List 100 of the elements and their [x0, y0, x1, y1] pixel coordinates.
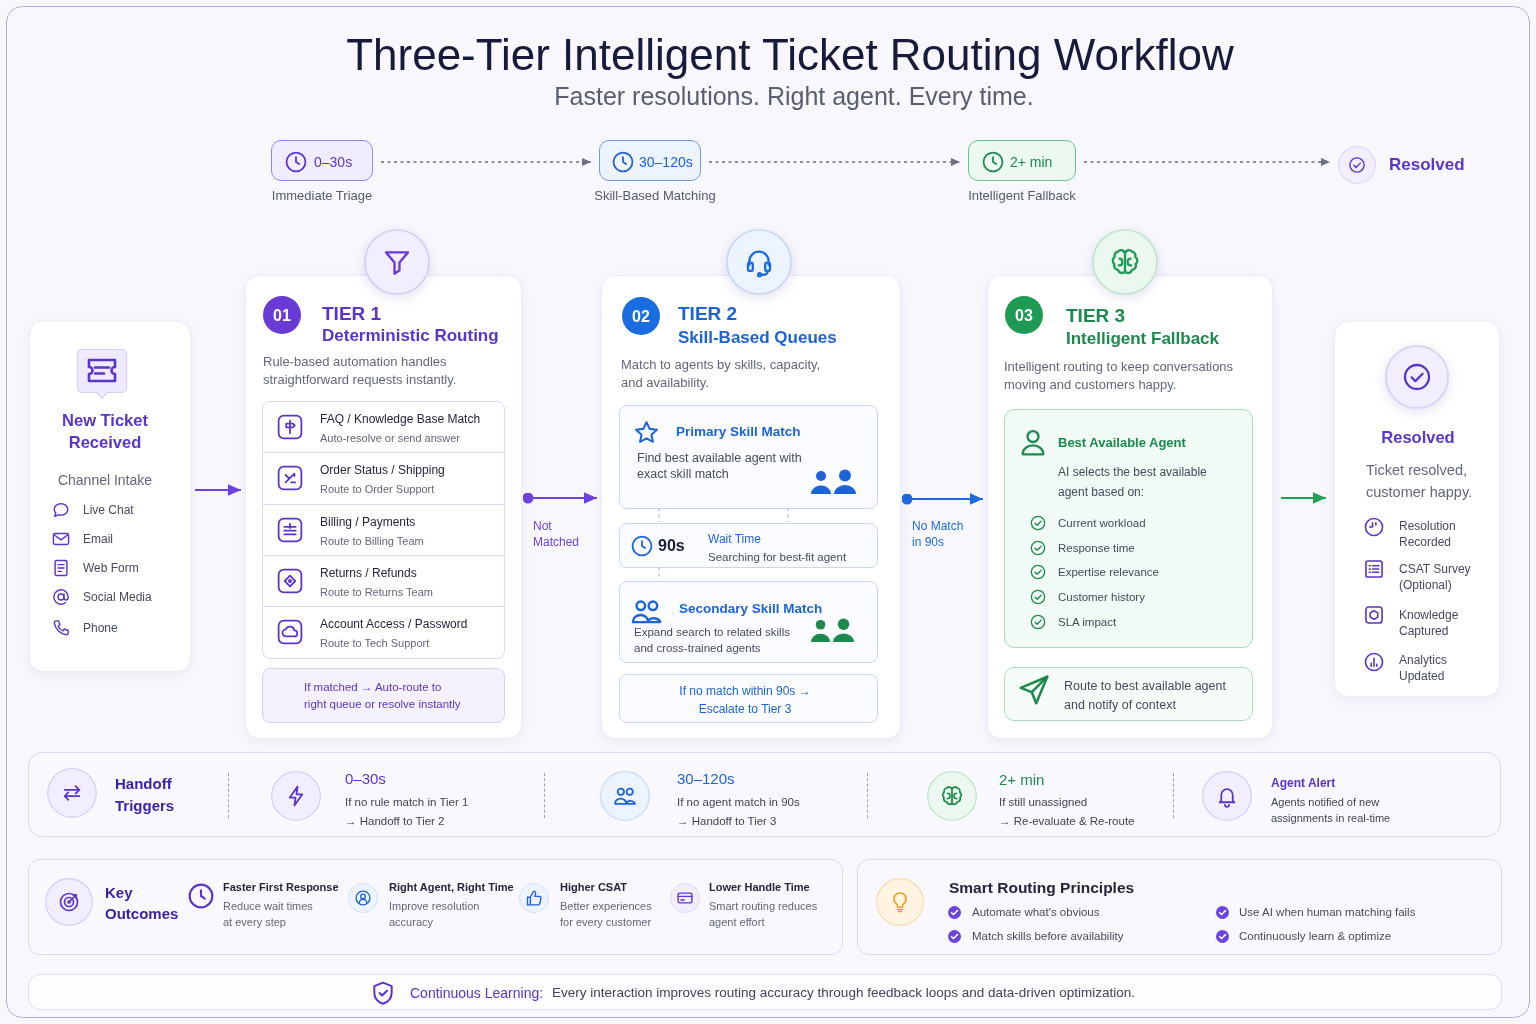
trigger-condition: If no rule match in Tier 1	[345, 795, 469, 810]
principle-item: Automate what's obvious	[972, 905, 1100, 920]
criteria-item: Current workload	[1058, 516, 1146, 531]
rule-row	[262, 607, 505, 659]
timeline-pill	[599, 140, 701, 181]
panel-heading: Key Outcomes	[105, 883, 180, 924]
channel-label: Web Form	[83, 560, 139, 576]
rule-row	[262, 556, 505, 607]
arrow	[901, 493, 984, 505]
match-title: Secondary Skill Match	[679, 600, 823, 618]
arrow	[1083, 157, 1331, 167]
number-badge: 03	[1005, 296, 1043, 334]
principle-item: Use AI when human matching fails	[1239, 905, 1416, 920]
status-label: Resolved	[1389, 154, 1465, 176]
number-badge: 02	[622, 297, 660, 335]
agent-panel	[1004, 409, 1253, 648]
learning-text: Every interaction improves routing accuracy through feedback loops and data-driven optimization.	[552, 984, 1136, 1002]
channel-label: Live Chat	[83, 502, 134, 518]
duration-label: 30–120s	[639, 153, 693, 171]
learning-banner	[28, 974, 1502, 1010]
arrow	[522, 492, 598, 504]
outcome-item: Resolution Recorded	[1399, 518, 1457, 550]
arrow	[708, 157, 961, 167]
match-detail: Expand search to related skills and cross-trained agents	[634, 625, 791, 656]
wait-title: Wait Time	[708, 532, 761, 547]
escalation-note: If no match within 90s → Escalate to Tier 3	[678, 683, 812, 718]
rule-action: Route to Tech Support	[320, 636, 430, 650]
outcome-item: Analytics Updated	[1399, 652, 1449, 684]
rule-title: Order Status / Shipping	[320, 462, 445, 478]
section-label: Channel Intake	[56, 471, 154, 490]
card-heading: New Ticket Received	[61, 410, 149, 453]
criteria-item: Expertise relevance	[1058, 565, 1159, 580]
tier-name: Skill-Based Queues	[678, 327, 837, 349]
handoff-action: → Handoff to Tier 2	[345, 814, 445, 829]
outcomes-panel	[28, 859, 843, 955]
arrow	[380, 157, 592, 167]
tier-description: Match to agents by skills, capacity, and availability.	[621, 356, 822, 392]
principle-item: Match skills before availability	[972, 929, 1124, 944]
band-heading: Handoff Triggers	[115, 774, 176, 816]
trigger-time: 2+ min	[999, 770, 1045, 789]
principles-panel	[857, 859, 1502, 955]
wait-detail: Searching for best-fit agent	[708, 550, 847, 565]
trigger-time: 0–30s	[345, 769, 386, 788]
connector-line	[658, 507, 660, 523]
outcome-title: Lower Handle Time	[709, 880, 810, 895]
number-badge: 01	[263, 296, 301, 334]
tier-name: Deterministic Routing	[322, 325, 499, 347]
trigger-condition: If still unassigned	[999, 795, 1088, 810]
rule-action: Route to Billing Team	[320, 534, 424, 548]
tier-label: TIER 1	[322, 302, 382, 326]
alert-title: Agent Alert	[1271, 775, 1336, 791]
outcome-detail: Better experiences for every customer	[560, 899, 653, 930]
duration-label: 2+ min	[1010, 153, 1053, 171]
trigger-time: 30–120s	[677, 769, 735, 788]
match-panel	[619, 581, 878, 663]
arrow	[194, 484, 242, 496]
intake-card	[29, 321, 191, 672]
rule-title: FAQ / Knowledge Base Match	[320, 411, 481, 427]
channel-label: Social Media	[83, 589, 152, 605]
panel-heading: Smart Routing Principles	[949, 878, 1135, 898]
outcome-item: CSAT Survey (Optional)	[1399, 561, 1472, 593]
outcome-item: Knowledge Captured	[1399, 607, 1460, 639]
handoff-action: → Re-evaluate & Re-route	[999, 814, 1135, 829]
criteria-item: Response time	[1058, 541, 1135, 556]
rule-title: Returns / Refunds	[320, 565, 417, 581]
timeline-pill	[968, 140, 1076, 181]
outcome-detail: Reduce wait times at every step	[223, 899, 314, 930]
wait-seconds: 90s	[658, 536, 685, 556]
note-panel	[262, 668, 505, 723]
timeline-pill	[271, 140, 373, 181]
outcome-title: Faster First Response	[223, 880, 339, 895]
tier-card	[987, 275, 1273, 739]
diagram-title: Three-Tier Intelligent Ticket Routing Workflow	[345, 29, 1235, 81]
subtitle: Faster resolutions. Right agent. Every time.	[553, 81, 1035, 112]
rule-title: Account Access / Password	[320, 616, 468, 632]
route-action: Route to best available agent and notify of context	[1064, 678, 1227, 714]
agent-detail: AI selects the best available agent based on:	[1058, 464, 1208, 501]
rule-row	[262, 453, 505, 505]
rule-action: Route to Order Support	[320, 482, 435, 496]
duration-label: 0–30s	[314, 153, 353, 171]
trigger-condition: If no agent match in 90s	[677, 795, 800, 810]
rule-row	[262, 401, 505, 453]
outcome-title: Higher CSAT	[560, 880, 628, 895]
rule-row	[262, 505, 505, 556]
stage-caption: Immediate Triage	[270, 187, 374, 204]
principle-item: Continuously learn & optimize	[1239, 929, 1392, 944]
channel-label: Phone	[83, 620, 118, 636]
action-panel	[1004, 667, 1253, 721]
resolution-summary: Ticket resolved, customer happy.	[1366, 461, 1474, 502]
card-heading: Resolved	[1380, 427, 1456, 448]
outcome-title: Right Agent, Right Time	[389, 880, 514, 895]
connector-line	[787, 507, 789, 523]
criteria-item: SLA impact	[1058, 615, 1117, 630]
note-panel	[619, 674, 878, 723]
tier-label: TIER 3	[1066, 304, 1126, 328]
resolution-card	[1334, 321, 1500, 697]
routing-note: If matched → Auto-route to right queue or resolve instantly	[304, 680, 462, 712]
stage-caption: Intelligent Fallback	[967, 187, 1077, 204]
handoff-band	[28, 752, 1501, 837]
alert-detail: Agents notified of new assignments in real-time	[1271, 795, 1392, 826]
